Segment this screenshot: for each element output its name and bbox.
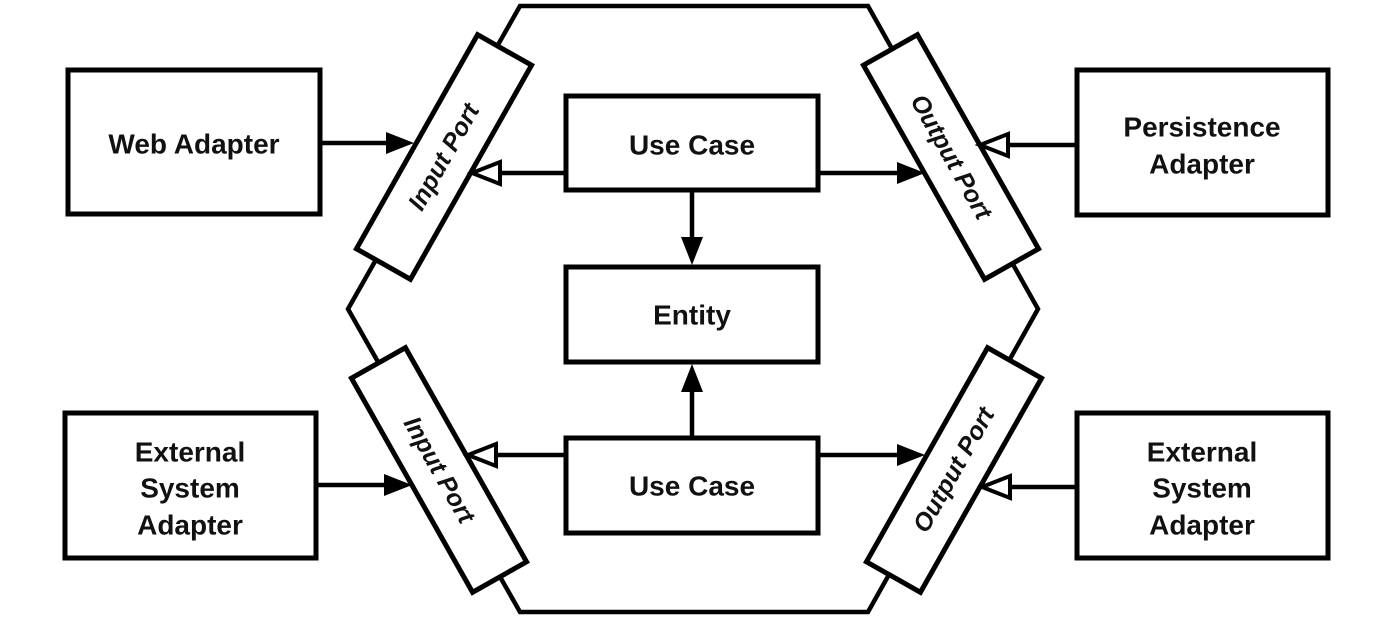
arrow-use-case-bottom-to-input-port — [462, 441, 566, 469]
use-case-bottom-node: Use Case — [563, 435, 821, 536]
entity-box — [563, 264, 821, 365]
arrow-use-case-bottom-to-entity — [681, 364, 703, 438]
web-adapter-node: Web Adapter — [65, 67, 323, 217]
use-case-top-box — [563, 93, 821, 193]
arrow-persistence-adapter-to-output-port — [974, 131, 1077, 159]
hollow-arrowhead — [974, 131, 1010, 159]
output-port-top-box — [860, 31, 1042, 283]
web-adapter-box — [65, 67, 323, 217]
entity-label: Entity — [653, 300, 731, 331]
arrow-use-case-bottom-to-output-port — [818, 444, 925, 466]
external-system-adapter-left-box — [62, 410, 319, 561]
persistence-adapter-label-line2: Adapter — [1149, 149, 1255, 180]
esa-right-label-line3: Adapter — [1149, 510, 1255, 541]
persistence-adapter-node: Persistence Adapter — [1074, 67, 1331, 218]
solid-arrowhead — [681, 364, 703, 392]
esa-right-label-line2: System — [1152, 473, 1252, 504]
esa-right-label-line1: External — [1147, 437, 1258, 468]
solid-arrowhead — [384, 474, 412, 496]
arrow-web-adapter-to-input-port — [320, 132, 414, 154]
esa-left-label-line1: External — [135, 437, 246, 468]
hollow-arrowhead — [462, 441, 498, 469]
arrow-use-case-top-to-entity — [681, 190, 703, 265]
external-system-adapter-left-node: External System Adapter — [62, 410, 319, 561]
solid-arrowhead — [681, 237, 703, 265]
use-case-top-label: Use Case — [629, 130, 755, 161]
external-system-adapter-right-node: External System Adapter — [1074, 410, 1331, 561]
entity-node: Entity — [563, 264, 821, 365]
arrow-external-system-adapter-to-output-port — [976, 473, 1077, 501]
arrow-use-case-top-to-input-port — [466, 159, 566, 187]
esa-left-label-line2: System — [140, 473, 240, 504]
input-port-top: Input Port — [353, 31, 535, 283]
output-port-top: Output Port — [860, 31, 1042, 283]
output-port-bottom: Output Port — [863, 344, 1045, 596]
external-system-adapter-right-box — [1074, 410, 1331, 561]
persistence-adapter-box — [1074, 67, 1331, 218]
hexagon-outline — [345, 3, 1041, 615]
use-case-bottom-box — [563, 435, 821, 536]
use-case-top-node: Use Case — [563, 93, 821, 193]
persistence-adapter-label-line1: Persistence — [1123, 112, 1280, 143]
arrow-use-case-top-to-output-port — [818, 162, 925, 184]
solid-arrowhead — [386, 132, 414, 154]
arrow-external-system-adapter-to-input-port — [316, 474, 412, 496]
hollow-arrowhead — [976, 473, 1012, 501]
web-adapter-label: Web Adapter — [108, 129, 279, 160]
solid-arrowhead — [897, 162, 925, 184]
hollow-arrowhead — [466, 159, 502, 187]
use-case-bottom-label: Use Case — [629, 471, 755, 502]
solid-arrowhead — [897, 444, 925, 466]
esa-left-label-line3: Adapter — [137, 510, 243, 541]
input-port-bottom: Input Port — [348, 344, 530, 596]
